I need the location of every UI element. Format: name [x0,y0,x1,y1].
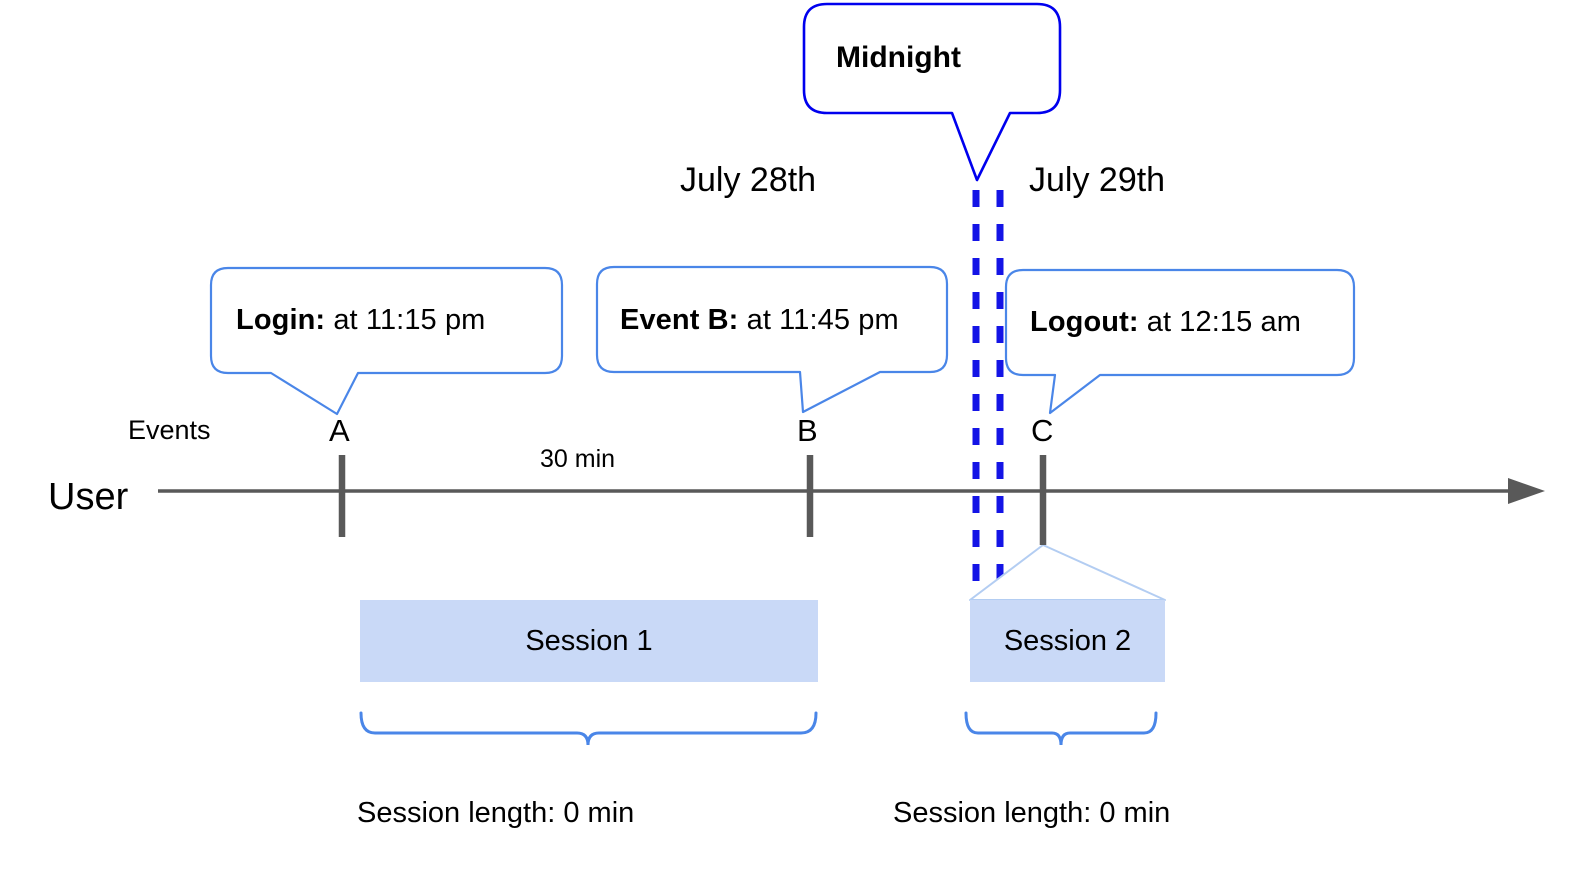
session-bar-1: Session 1 [360,600,818,682]
event-a-callout-text: Login: at 11:15 pm [236,306,485,335]
event-b-detail: at 11:45 pm [738,304,899,336]
event-tick-marks [338,455,1047,545]
timeline-axis-arrowhead [1508,478,1545,504]
event-b-bubble-path [595,265,949,414]
tick-label-b: B [797,413,818,448]
session1-brace [359,711,818,746]
session-bar-1-label: Session 1 [525,624,653,657]
axis-row-label-user: User [48,476,129,518]
session1-length-caption: Session length: 0 min [357,797,635,829]
session2-brace-path [964,711,1158,746]
tick-label-c: C [1031,413,1054,448]
event-b-callout-text: Event B: at 11:45 pm [620,306,899,335]
event-a-bubble-path [209,266,564,416]
event-callout-c-shape [1004,268,1356,415]
event-callout-a-shape [209,266,564,416]
session2-brace [964,711,1158,746]
session1-brace-path [359,711,818,746]
midnight-dashed-lines [972,190,1004,582]
gap-duration-label: 30 min [540,445,616,473]
axis-events-label: Events [128,415,211,445]
session-bar-2-label: Session 2 [1003,624,1132,657]
event-c-lead: Logout: [1030,306,1139,338]
date-label-right: July 29th [1029,161,1166,199]
midnight-bubble-path [802,2,1062,182]
session-bar-2: Session 2 [970,600,1165,682]
event-b-lead: Event B: [620,304,739,336]
timeline-axis [158,478,1545,504]
event-c-callout-text: Logout: at 12:15 am [1030,308,1301,337]
event-c-bubble-path [1004,268,1356,415]
date-label-left: July 28th [680,161,817,199]
event-c-detail: at 12:15 am [1138,306,1302,338]
midnight-callout-shape [802,2,1062,182]
event-a-detail: at 11:15 pm [325,304,486,336]
event-callout-b-shape [595,265,949,414]
event-a-lead: Login: [236,304,326,336]
session2-length-caption: Session length: 0 min [893,797,1171,829]
tick-label-a: A [329,413,350,448]
midnight-label: Midnight [836,41,961,74]
